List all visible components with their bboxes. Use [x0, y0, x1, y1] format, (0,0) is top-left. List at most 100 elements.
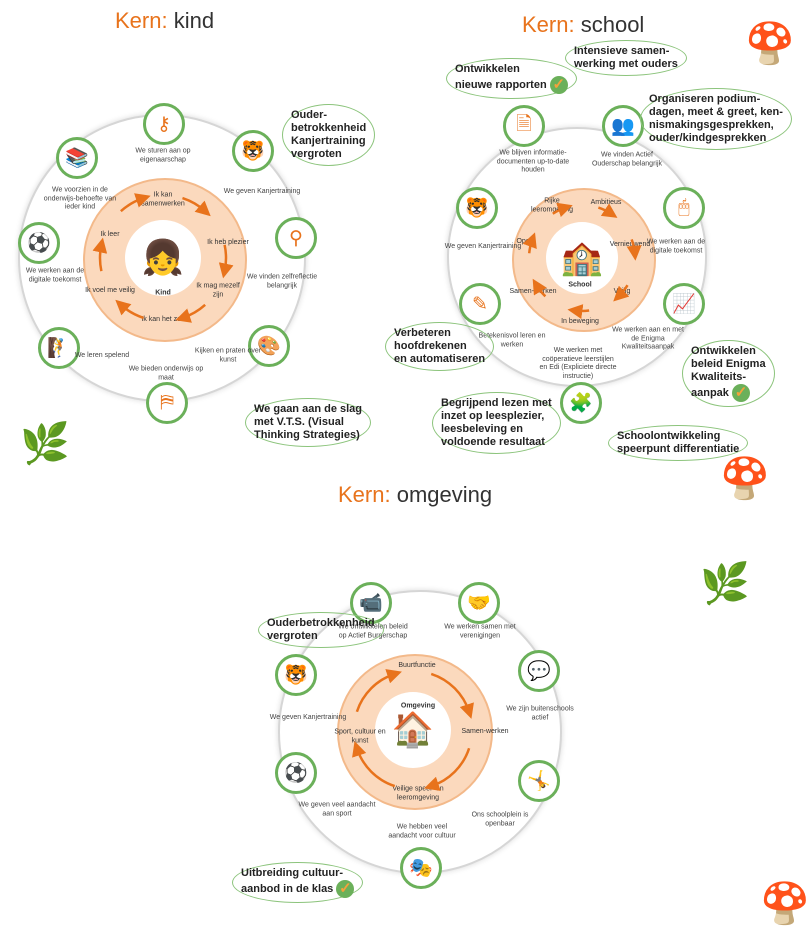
decorative-plant-icon: 🍄 — [745, 22, 795, 66]
theater-masks-icon: 🎭 — [400, 847, 442, 889]
key-icon: ⚷ — [143, 103, 185, 145]
goal-callout: We gaan aan de slag met V.T.S. (Visual T… — [245, 398, 372, 447]
books-icon: 📚 — [56, 137, 98, 179]
tiger-icon: 🐯 — [232, 130, 274, 172]
palette-icon: 🎨 — [248, 325, 290, 367]
ring-value-label: Ik kan het zelf — [141, 315, 185, 323]
satellite-label: Betekenisvol leren en werken — [478, 332, 546, 349]
cycle-arrow — [424, 747, 471, 791]
title-prefix: Kern: — [338, 482, 391, 507]
callout-text: Verbeteren hoofdrekenen en automatiseren — [394, 327, 486, 365]
ring-value-label: Rijke leeromgeving — [530, 197, 574, 214]
satellite-label: Kijken en praten over kunst — [194, 347, 262, 364]
checkmark-icon: ✓ — [336, 880, 355, 898]
callout-text: Ouder- betrokkenheid Kanjertraining verg… — [291, 109, 367, 160]
decorative-plant-icon: 🌿 — [700, 562, 750, 606]
callout-text: We gaan aan de slag met V.T.S. (Visual T… — [254, 403, 363, 441]
tiger-icon: 🐯 — [456, 187, 498, 229]
ring-value-label: Veilige speel- en leeromgeving — [392, 785, 444, 802]
ring-value-label: In beweging — [561, 317, 599, 325]
cycle-arrow — [175, 303, 206, 323]
title-word: omgeving — [396, 482, 493, 507]
core-label: Omgeving — [400, 702, 436, 710]
goal-callout: Intensieve samen- werking met ouders — [565, 40, 687, 76]
core-label: School — [568, 281, 592, 289]
ring-value-label: Vernieuwend — [609, 240, 651, 248]
satellite-label: We leren spelend — [74, 351, 130, 359]
goal-callout: Begrijpend lezen met inzet op leesplezie… — [432, 392, 561, 454]
decorative-plant-icon: 🍄 — [720, 457, 770, 501]
cycle-arrow — [218, 244, 234, 279]
cycle-arrow — [182, 196, 211, 217]
satellite-label: We werken aan en met de Enigma Kwaliteit… — [612, 326, 684, 351]
goal-callout: Ouderbetrokkenheid vergroten — [258, 612, 384, 648]
network-icon: ⚽ — [18, 222, 60, 264]
ring-value-label: Buurtfunctie — [398, 661, 436, 669]
goal-callout: Uitbreiding cultuur- aanbod in de klas ✓ — [232, 862, 364, 903]
title-prefix: Kern: — [522, 12, 575, 37]
tiger-icon: 🐯 — [275, 654, 317, 696]
goal-callout: Organiseren podium- dagen, meet & greet,… — [640, 88, 792, 150]
ring-value-label: Ik mag mezelf zijn — [196, 282, 240, 299]
satellite-label: We geven Kanjertraining — [223, 187, 301, 195]
speech-bubbles-icon: 💬 — [518, 650, 560, 692]
cycle-arrow — [532, 278, 547, 298]
checkmark-icon: ✓ — [549, 76, 568, 94]
satellite-label: We vinden zelfreflectie belangrijk — [246, 273, 318, 290]
decorative-plant-icon: 🍄 — [760, 882, 810, 926]
callout-text: Uitbreiding cultuur- aanbod in de klas — [241, 867, 344, 895]
core-kind-icon: 👧 — [141, 239, 185, 277]
core-circle: 🏫 — [546, 222, 618, 294]
satellite-label: We werken aan de digitale toekomst — [25, 267, 85, 284]
core-circle: 👧 — [125, 220, 201, 296]
callout-text: Organiseren podium- dagen, meet & greet,… — [649, 93, 783, 144]
cycle-arrow — [522, 232, 537, 254]
tablet-mouse-icon: 🖱 — [663, 187, 705, 229]
cycle-arrow — [355, 669, 402, 713]
ring-value-label: Sport, cultuur en kunst — [334, 728, 386, 745]
people-icon: 👥 — [602, 105, 644, 147]
section-title: Kern: omgeving — [338, 482, 492, 508]
ring-value-label: Ambitieus — [590, 198, 622, 206]
callout-text: Schoolontwikkeling speerpunt differentia… — [617, 430, 740, 455]
goal-callout: Ouder- betrokkenheid Kanjertraining verg… — [282, 104, 376, 166]
cycle-arrow — [597, 203, 618, 218]
learning-tools-icon: ✎ — [459, 283, 501, 325]
title-prefix: Kern: — [115, 8, 168, 33]
teacher-icon: ⛿ — [146, 382, 188, 424]
puzzle-icon: 🧩 — [560, 382, 602, 424]
section-title: Kern: kind — [115, 8, 214, 34]
callout-text: Ouderbetrokkenheid vergroten — [267, 617, 375, 642]
satellite-label: We werken samen met verenigingen — [444, 623, 516, 640]
growth-chart-icon: 📈 — [663, 283, 705, 325]
satellite-label: We hebben veel aandacht voor cultuur — [388, 823, 456, 840]
satellite-label: We werken aan de digitale toekomst — [646, 238, 706, 255]
section-title: Kern: school — [522, 12, 644, 38]
jump-rope-icon: 🤸 — [518, 760, 560, 802]
ring-value-label: Ik leer — [100, 230, 120, 238]
goal-callout: Ontwikkelen beleid Enigma Kwaliteits- aa… — [682, 340, 775, 407]
climbing-rope-icon: 🧗 — [38, 327, 80, 369]
callout-text: Begrijpend lezen met inzet op leesplezie… — [441, 397, 552, 448]
satellite-label: We voorzien in de onderwijs-behoefte van… — [43, 186, 117, 211]
document-icon: 🗎 — [503, 105, 545, 147]
ring-value-label: Ik voel me veilig — [85, 286, 135, 294]
handshake-icon: 🤝 — [458, 582, 500, 624]
satellite-label: We blijven informatie-documenten up-to-d… — [496, 149, 570, 174]
ring-value-label: Samen-werken — [461, 727, 509, 735]
satellite-label: We vinden Actief Ouderschap belangrijk — [591, 151, 663, 168]
cycle-arrow — [352, 741, 396, 788]
satellite-label: We werken met coöperatieve leerstijlen e… — [539, 347, 617, 380]
core-omgeving-icon: 🏠 — [391, 711, 435, 749]
callout-text: Ontwikkelen beleid Enigma Kwaliteits- aa… — [691, 345, 766, 399]
title-word: school — [580, 12, 645, 37]
cycle-arrow — [115, 299, 144, 320]
satellite-label: We geven veel aandacht aan sport — [298, 801, 376, 818]
core-school-icon: 🏫 — [560, 239, 604, 277]
cycle-arrow — [613, 284, 630, 302]
cycle-arrow — [92, 237, 108, 272]
decorative-plant-icon: 🌿 — [20, 422, 70, 466]
core-circle: 🏠 — [375, 692, 451, 768]
goal-callout: Schoolontwikkeling speerpunt differentia… — [608, 425, 749, 461]
